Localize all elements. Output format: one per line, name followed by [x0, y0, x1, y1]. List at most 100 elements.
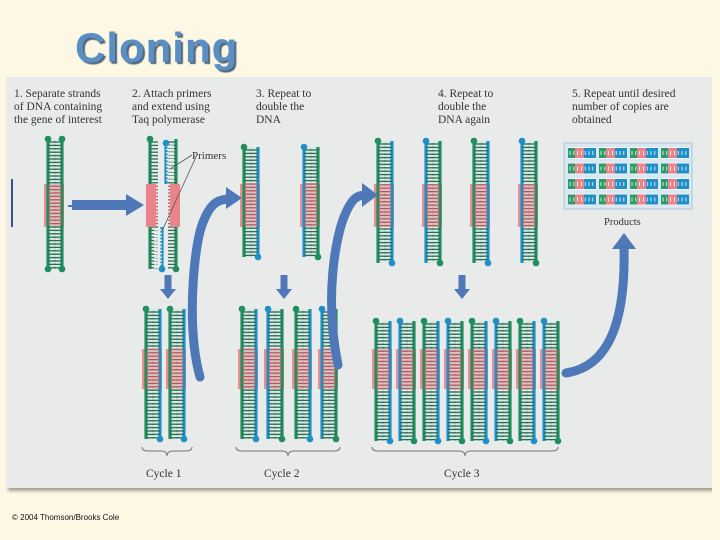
process-arrows	[11, 154, 636, 457]
product-gene	[668, 148, 677, 158]
strand-backbone	[254, 309, 258, 439]
ladder-fill	[269, 309, 281, 439]
dna-duplex	[518, 137, 540, 267]
dna-duplex	[292, 305, 314, 443]
step-1-line: 1. Separate strands	[14, 88, 101, 100]
dna-duplex	[142, 305, 164, 443]
strand-end	[532, 259, 540, 267]
strand-end	[264, 305, 272, 313]
strand-end	[374, 137, 382, 145]
cycle-1-label: Cycle 1	[146, 468, 182, 480]
cycle-3-label: Cycle 3	[444, 468, 480, 480]
dna-duplex	[422, 137, 444, 267]
strand-end	[482, 437, 490, 445]
ladder-fill	[297, 309, 309, 439]
strand-end	[318, 305, 326, 313]
product-blue	[677, 148, 689, 158]
strand-end	[396, 317, 404, 325]
product-gene	[606, 179, 615, 189]
step-5-line: obtained	[572, 114, 612, 126]
strand-end	[162, 139, 170, 147]
product-blue	[646, 194, 658, 205]
product-gene	[668, 194, 677, 205]
product-blue	[584, 179, 596, 189]
dna-strand	[374, 137, 386, 263]
strand-end	[484, 259, 492, 267]
curve-arrow-3	[561, 242, 629, 378]
dna-duplex	[240, 143, 262, 261]
dna-duplex	[264, 305, 286, 443]
dna-strand	[176, 309, 188, 443]
strand-backbone	[316, 147, 320, 257]
dna-strand	[478, 321, 490, 445]
product-blue	[677, 179, 689, 189]
strand-end	[278, 435, 286, 443]
product-gene	[606, 148, 615, 158]
strand-backbone	[308, 309, 312, 439]
strand-end	[292, 305, 300, 313]
strand-end	[142, 305, 150, 313]
dna-strand	[54, 135, 66, 273]
curve-arrow-head	[226, 187, 242, 209]
down-arrow-shaft	[458, 275, 466, 289]
product-gene	[575, 148, 584, 158]
strand-backbone	[398, 321, 402, 441]
ladder-fill	[49, 139, 61, 269]
slide-title: Cloning	[75, 24, 239, 71]
product-gene	[637, 179, 646, 189]
strand-backbone	[60, 139, 64, 269]
dna-strand	[250, 147, 262, 261]
step-3-line: 3. Repeat to	[256, 88, 311, 100]
step-2-line: and extend using	[132, 101, 210, 113]
dna-duplex	[468, 317, 490, 445]
dna-duplex	[444, 317, 466, 445]
product-gene	[575, 163, 584, 174]
step-2-line: 2. Attach primers	[132, 88, 212, 100]
strand-end	[436, 259, 444, 267]
strand-end	[458, 437, 466, 445]
dna-strand	[526, 321, 538, 445]
strand-backbone	[460, 321, 464, 441]
dna-strand	[432, 141, 444, 267]
strand-backbone	[320, 309, 324, 439]
step-2-line: Taq polymerase	[132, 114, 205, 126]
strand-backbone	[256, 147, 260, 257]
step-1-line: of DNA containing	[14, 101, 102, 113]
product-gene	[637, 194, 646, 205]
strand-end	[254, 253, 262, 261]
gene-band	[146, 184, 156, 227]
product-green	[568, 148, 575, 158]
product-blue	[646, 179, 658, 189]
strand-backbone	[556, 321, 560, 441]
product-green	[599, 163, 606, 174]
strand-end	[422, 137, 430, 145]
dna-duplex	[374, 137, 396, 267]
strand-backbone	[182, 309, 186, 439]
strand-end	[44, 135, 52, 143]
strand-end	[156, 435, 164, 443]
dna-strand	[162, 139, 174, 184]
ladder-fill	[305, 147, 317, 257]
product-blue	[584, 148, 596, 158]
strand-end	[158, 265, 166, 273]
strand-end	[252, 435, 260, 443]
strand-end	[238, 305, 246, 313]
dna-duplex	[396, 317, 418, 445]
product-green	[599, 148, 606, 158]
strand-end	[420, 317, 428, 325]
primer-leader	[169, 154, 193, 170]
strand-backbone	[542, 321, 546, 441]
strand-backbone	[412, 321, 416, 441]
step-3-line: DNA	[256, 114, 282, 126]
primers-label: Primers	[192, 150, 226, 162]
product-green	[630, 179, 637, 189]
dna-strand	[430, 321, 442, 445]
product-gene	[637, 148, 646, 158]
strand-end	[166, 305, 174, 313]
dna-duplex	[300, 143, 322, 261]
dna-strand	[480, 141, 492, 267]
strand-backbone	[266, 309, 270, 439]
dna-duplex	[44, 135, 66, 273]
